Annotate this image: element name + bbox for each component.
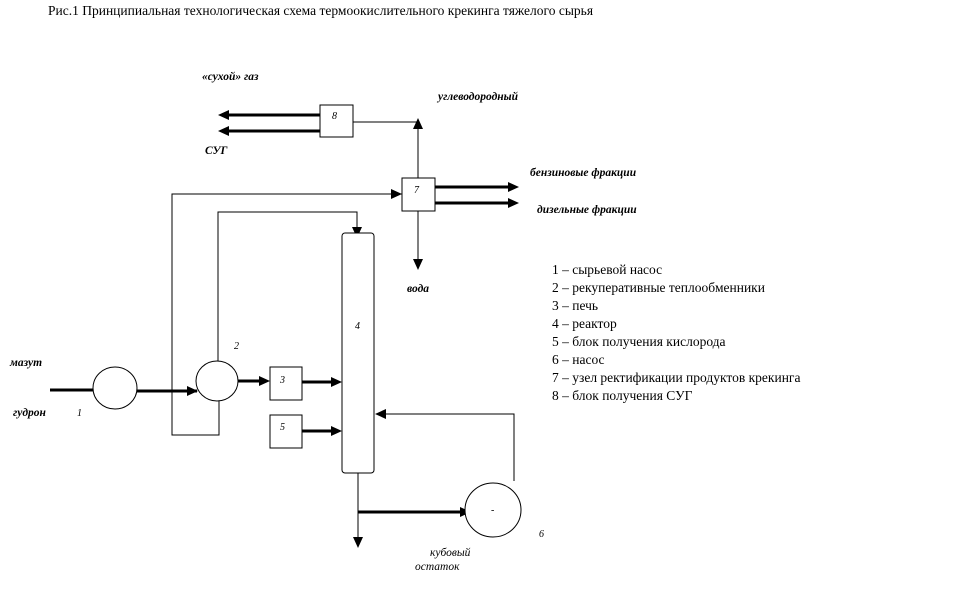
- legend-item: 4 – реактор: [552, 316, 617, 331]
- legend-item: 2 – рекуперативные теплообменники: [552, 280, 765, 295]
- arrowhead-lpg: [218, 126, 229, 136]
- unit-7-rectification: [401, 177, 436, 212]
- unit-3-number: 3: [279, 375, 285, 386]
- legend-item: 5 – блок получения кислорода: [552, 334, 726, 349]
- label-dry-gas: «сухой» газ: [202, 70, 259, 83]
- label-diesel: дизельные фракции: [537, 204, 637, 216]
- unit-5-oxygen-block: [269, 414, 303, 449]
- arrowhead-into-2: [187, 386, 198, 396]
- label-gasoline: бензиновые фракции: [530, 167, 637, 179]
- diagram-title: Рис.1 Принципиальная технологическая схе…: [48, 3, 593, 18]
- unit-1-number: 1: [77, 408, 82, 419]
- unit-6-number: 6: [539, 529, 544, 540]
- unit-4-reactor: [341, 232, 375, 474]
- unit-6-pump: [464, 482, 522, 538]
- legend-item: 8 – блок получения СУГ: [552, 388, 693, 403]
- unit-8-lpg-block: [319, 104, 354, 138]
- unit-2-number: 2: [234, 341, 239, 352]
- arrowhead-3-into-4: [331, 377, 342, 387]
- unit-5-number: 5: [280, 422, 285, 433]
- arrowhead-diesel: [508, 198, 519, 208]
- line-hx-to-rectification: [171, 193, 402, 436]
- legend-item: 6 – насос: [552, 352, 605, 367]
- unit-3-furnace: [269, 366, 303, 401]
- legend-item: 3 – печь: [552, 298, 598, 313]
- label-bottoms-1: кубовый: [430, 546, 471, 559]
- unit-1-feed-pump: [92, 366, 138, 410]
- legend-item: 1 – сырьевой насос: [552, 262, 662, 277]
- label-bottoms-2: остаток: [415, 561, 460, 573]
- arrowhead-bottoms-out: [353, 537, 363, 548]
- unit-6-mark: -: [491, 505, 494, 516]
- arrowhead-gasoline: [508, 182, 519, 192]
- unit-2-heat-exchanger: [195, 360, 239, 402]
- label-lpg: СУГ: [205, 145, 228, 157]
- legend: 1 – сырьевой насос 2 – рекуперативные те…: [552, 262, 800, 403]
- label-hydrocarbon: углеводородный: [436, 90, 519, 103]
- arrowhead-into-3: [259, 376, 270, 386]
- line-recycle-6-to-4: [384, 413, 515, 481]
- label-tar: гудрон: [13, 407, 47, 419]
- arrowhead-to-7: [391, 189, 402, 199]
- arrowhead-water: [413, 259, 423, 270]
- arrowhead-recycle-into-4: [375, 409, 386, 419]
- arrowhead-dry-gas: [218, 110, 229, 120]
- unit-8-number: 8: [332, 111, 337, 122]
- unit-4-number: 4: [355, 321, 360, 332]
- arrowhead-hydrocarbon: [413, 118, 423, 129]
- legend-item: 7 – узел ректификации продуктов крекинга: [552, 370, 800, 385]
- arrowhead-5-into-4: [331, 426, 342, 436]
- label-water: вода: [407, 283, 429, 295]
- line-hx-to-reactor-top: [217, 211, 358, 362]
- unit-7-number: 7: [414, 185, 420, 196]
- label-fuel-oil: мазут: [9, 357, 42, 369]
